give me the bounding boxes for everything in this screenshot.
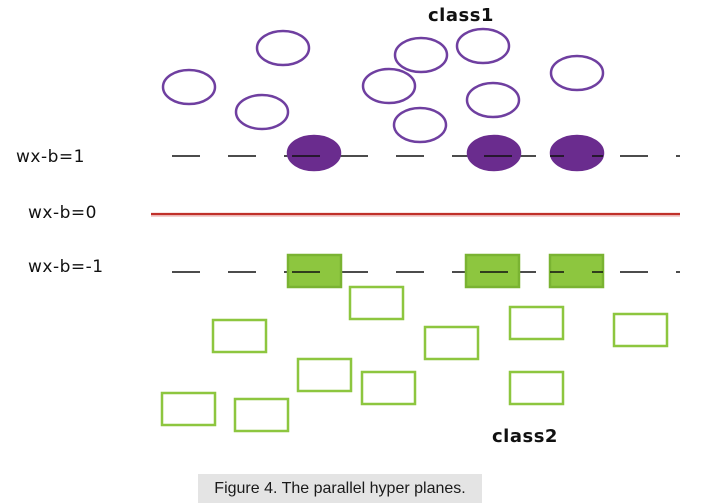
support-vector-square — [464, 253, 521, 289]
class1-circle — [161, 68, 217, 106]
support-vector-circle — [466, 134, 522, 172]
plane-zero-label: wx-b=0 — [28, 203, 97, 223]
class2-square — [211, 318, 268, 354]
class2-square — [612, 312, 669, 348]
class2-square — [233, 397, 290, 433]
class1-label: class1 — [428, 5, 494, 26]
support-vector-circle — [549, 134, 605, 172]
class2-square — [423, 325, 480, 361]
class1-circle — [455, 27, 511, 65]
class2-label: class2 — [492, 426, 558, 447]
figure-caption: Figure 4. The parallel hyper planes. — [198, 474, 482, 503]
class2-square — [508, 305, 565, 341]
class1-circle — [255, 29, 311, 67]
support-vector-square — [286, 253, 343, 289]
plane-negative-label: wx-b=-1 — [28, 257, 104, 277]
class2-square — [160, 391, 217, 427]
support-vector-square — [548, 253, 605, 289]
class2-square — [508, 370, 565, 406]
class1-circle — [234, 93, 290, 131]
class1-circle — [392, 106, 448, 144]
class2-square — [296, 357, 353, 393]
support-vector-circle — [286, 134, 342, 172]
class1-circle — [465, 81, 521, 119]
class1-circle — [549, 54, 605, 92]
class1-circle — [393, 36, 449, 74]
class1-circle — [361, 67, 417, 105]
class2-square — [348, 285, 405, 321]
class2-square — [360, 370, 417, 406]
plane-positive-label: wx-b=1 — [16, 147, 85, 167]
